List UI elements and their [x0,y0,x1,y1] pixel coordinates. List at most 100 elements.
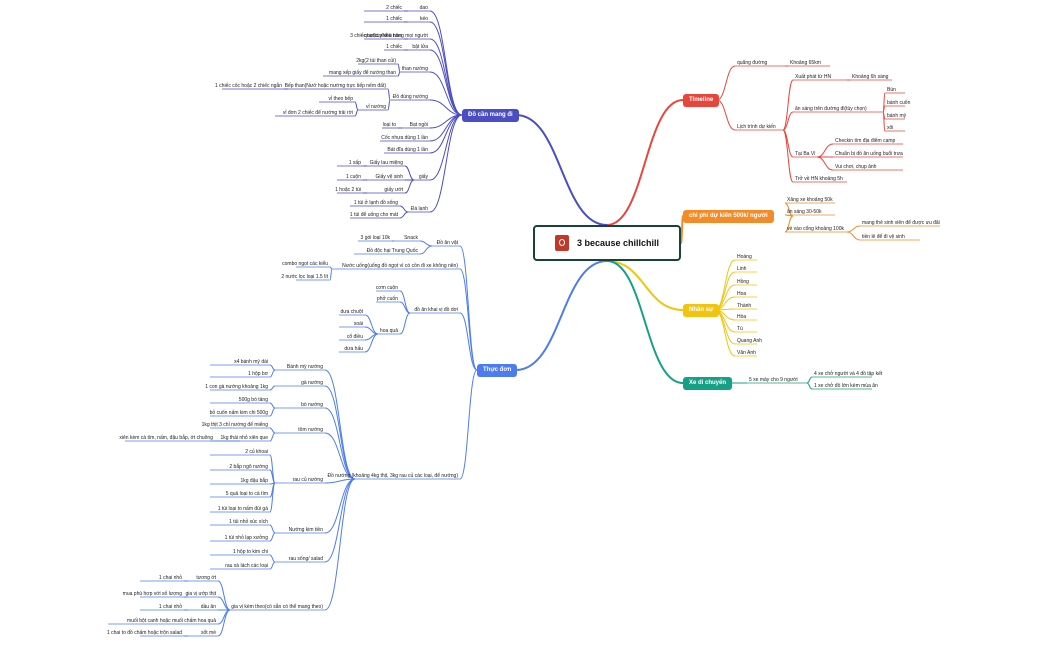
node-label[interactable]: 1 chiếc [386,16,402,22]
node-label[interactable]: gia vị ướp thịt [185,591,216,597]
node-label[interactable]: 1kg thái nhỏ xiên que [220,435,268,441]
topic-timeline[interactable]: Timeline [683,94,720,107]
node-label[interactable]: kéo [419,16,428,22]
node-label[interactable]: 2 nước lọc loại 1.5 lít [281,274,328,280]
node-label[interactable]: tiền lẻ để đi vệ sinh [862,234,905,240]
node-label[interactable]: dao [419,5,428,11]
node-label[interactable]: 2 bắp ngô nướng [229,464,268,470]
node-label[interactable]: 1 túi loại to nấm đùi gà [217,506,268,512]
node-label[interactable]: Đồ độc hại Trung Quốc [366,248,418,254]
node-label[interactable]: gà nướng [301,380,323,386]
node-label[interactable]: 1 hộp to kim chi [232,549,268,555]
node-label[interactable]: 1 chai nhỏ [158,604,182,610]
node-label[interactable]: Bát đĩa dùng 1 lần [387,147,428,153]
node-label[interactable]: ăn sáng 30-50k [787,209,822,215]
node-label[interactable]: 1kg đậu bắp [240,478,268,484]
node-label[interactable]: cơm cuộn [375,285,398,291]
node-label[interactable]: bật lửa [412,44,428,50]
node-label[interactable]: sốt mè [200,630,216,636]
root-node[interactable]: 3 because chillchill [533,225,681,261]
node-label[interactable]: 1 hộp bơ [248,371,268,377]
node-label[interactable]: bò nướng [301,402,323,408]
node-label[interactable]: Linh [737,266,747,272]
node-label[interactable]: vỉ đơn 2 chiếc để nướng trải rời [282,110,353,116]
node-label[interactable]: Quang Anh [737,338,763,344]
node-label[interactable]: 5 quả loại to cà tím [225,491,268,497]
node-label[interactable]: Hoàng [737,254,752,260]
node-label[interactable]: 1 xe chở đồ lớn kèm mùa ăn [814,383,878,389]
node-label[interactable]: Checkin tìm địa điểm camp [835,138,896,144]
node-label[interactable]: Trở về HN khoảng 5h [795,176,843,182]
node-label[interactable]: ăn sáng trên đường đi(tùy chọn) [795,106,867,112]
node-label[interactable]: giấy ướt [384,187,403,193]
node-label[interactable]: than nướng [401,66,428,72]
node-label[interactable]: 1 hoặc 2 túi [335,187,361,193]
node-label[interactable]: 2 chiếc [386,5,402,11]
node-label[interactable]: muối bột canh hoặc muối chấm hoa quả [127,618,216,624]
node-label[interactable]: vé vào cổng khoảng 100k [787,226,844,232]
node-label[interactable]: mua phù hợp với số lượng [122,591,182,597]
node-label[interactable]: rau sống/ salad [288,556,323,562]
node-label[interactable]: 1 chiếc cốc hoặc 2 chiếc ngắn [215,83,282,89]
node-label[interactable]: 1 chai nhỏ [158,575,182,581]
node-label[interactable]: vỉ theo bếp [328,96,353,102]
node-label[interactable]: quạt tùy khả năng mọi người [364,33,428,39]
node-label[interactable]: 3 gói loại 10k [360,235,390,241]
node-label[interactable]: tương ớt [196,575,216,581]
node-label[interactable]: gia vị kèm theo(có sẵn có thể mang theo) [231,604,323,610]
node-label[interactable]: Chuẩn bị đồ ăn uống buổi trưa [835,151,903,157]
node-label[interactable]: Bánh mỳ nướng [286,364,323,370]
node-label[interactable]: Hòa [737,314,747,320]
node-label[interactable]: 1 xấp [348,160,361,166]
node-label[interactable]: Đồ dùng nướng [392,94,428,100]
topic-menu[interactable]: Thực đơn [477,364,518,377]
node-label[interactable]: bánh cuốn [887,100,911,106]
node-label[interactable]: 1 chiếc [386,44,402,50]
node-label[interactable]: cổ điều [346,334,363,340]
node-label[interactable]: Nước uống(uống đồ ngọt vì có cồn đi xe k… [342,263,458,269]
node-label[interactable]: Hoa [737,291,747,297]
node-label[interactable]: Bún [887,87,896,93]
node-label[interactable]: 1 túi ở lạnh đồ sống [353,200,398,206]
node-label[interactable]: giấy [418,174,428,180]
node-label[interactable]: Cốc nhựa dùng 1 lần [381,135,428,141]
node-label[interactable]: hoa quả [379,328,398,334]
node-label[interactable]: 2kg(2 túi than củi) [356,58,396,64]
node-label[interactable]: Hồng [737,279,749,285]
node-label[interactable]: Giấy vệ sinh [375,174,403,180]
node-label[interactable]: Lịch trình dự kiến [737,124,776,130]
node-label[interactable]: Giấy lau miệng [369,160,403,166]
node-label[interactable]: Tú [737,326,743,332]
node-label[interactable]: Vui chơi, chụp ảnh [835,164,877,170]
node-label[interactable]: 1 chai to đồ chấm hoặc trộn salad [106,630,182,636]
node-label[interactable]: xiên kèm cà tím, nấm, đậu bắp, ớt chuông [119,435,213,441]
node-label[interactable]: 1 túi nhỏ xúc xích [229,519,268,525]
node-label[interactable]: 4 xe chở người và 4 đồ tập kết [814,371,883,377]
node-label[interactable]: 5 xe máy cho 9 người [749,377,798,383]
node-label[interactable]: combo ngọt các kiểu [282,261,328,267]
node-label[interactable]: Đồ ăn vặt [436,240,458,246]
node-label[interactable]: mang xếp giấy để nướng than [329,70,396,76]
node-label[interactable]: Văn Anh [737,350,756,356]
node-label[interactable]: quãng đường [737,60,768,66]
node-label[interactable]: Khoảng 6h sáng [852,74,889,80]
node-label[interactable]: loại to [382,122,396,128]
node-label[interactable]: dầu ăn [200,604,216,610]
node-label[interactable]: Khoảng 65km [790,60,821,66]
node-label[interactable]: 1 con gà nướng khoảng 1kg [205,384,268,390]
node-label[interactable]: tôm nướng [298,427,323,433]
node-label[interactable]: vỉ nướng [366,104,386,110]
node-label[interactable]: x4 bánh mỳ dài [234,359,268,365]
node-label[interactable]: Snack [404,235,418,241]
node-label[interactable]: Đồ nướng (khoảng 4kg thịt, 3kg rau củ cá… [327,473,458,479]
node-label[interactable]: Thành [737,303,752,309]
topic-packing[interactable]: Đồ cần mang đi [462,109,519,122]
node-label[interactable]: phở cuốn [376,296,398,302]
node-label[interactable]: 3 chiếc hoặc nhiều hơn [350,33,402,39]
node-label[interactable]: dưa hấu [344,346,363,352]
node-label[interactable]: bỏ cuốn nấm kim chi 500g [209,410,268,416]
node-label[interactable]: đồ ăn khai vị đồ dơi [414,307,458,313]
node-label[interactable]: rau củ nướng [292,477,323,483]
node-label[interactable]: 1 cuộn [345,174,361,180]
